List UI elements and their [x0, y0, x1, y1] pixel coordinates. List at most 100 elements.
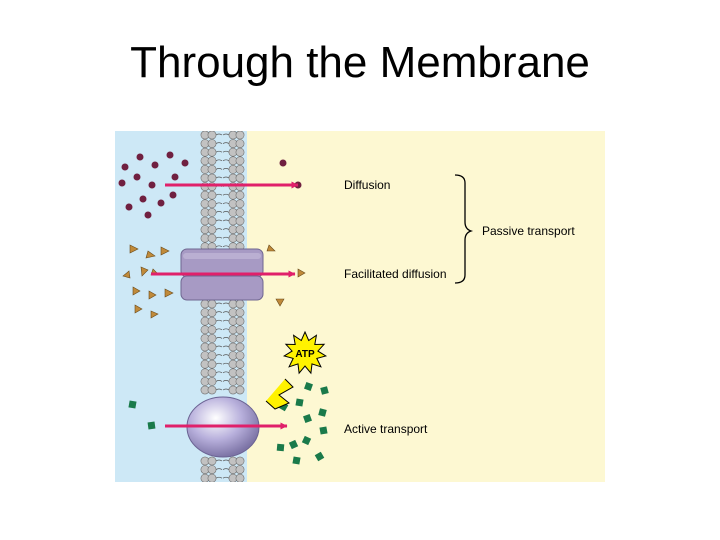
lipid-head — [207, 299, 217, 309]
lipid-head — [235, 165, 245, 174]
active-molecule — [314, 451, 325, 462]
facilitated-molecule — [150, 310, 159, 319]
diffusion-molecule — [118, 179, 126, 187]
facilitated-molecule — [275, 298, 285, 307]
active-transport-label: Active transport — [344, 422, 428, 436]
lipid-tail — [215, 176, 230, 179]
diffusion-molecule — [166, 151, 174, 159]
diffusion-molecule — [171, 173, 179, 181]
diffusion-molecule — [181, 159, 189, 167]
energy-bolt-icon — [265, 378, 294, 410]
lipid-tail — [215, 236, 230, 239]
lipid-head — [235, 208, 245, 217]
lipid-head — [235, 359, 245, 369]
lipid-tail — [215, 459, 230, 462]
passive-transport-label: Passive transport — [482, 224, 575, 238]
lipid-head — [235, 456, 245, 466]
lipid-head — [235, 473, 245, 482]
lipid-head — [207, 190, 217, 200]
lipid-head — [207, 139, 217, 148]
lipid-head — [235, 233, 245, 243]
diffusion-molecule — [133, 173, 141, 181]
lipid-head — [235, 173, 245, 183]
lipid-head — [207, 465, 217, 474]
lipid-head — [235, 465, 245, 474]
lipid-head — [207, 308, 217, 317]
lipid-head — [235, 333, 245, 343]
lipid-tail — [215, 159, 230, 162]
lipid-tail — [215, 328, 230, 331]
active-molecule — [319, 426, 328, 435]
active-molecule — [318, 408, 327, 417]
lipid-tail — [215, 311, 230, 313]
active-molecules — [128, 382, 329, 465]
lipid-head — [207, 156, 217, 166]
active-molecule — [301, 435, 312, 446]
lipid-tail — [215, 228, 230, 230]
channel-protein — [180, 248, 264, 301]
lipid-head — [235, 316, 245, 326]
diffusion-molecule — [279, 159, 287, 167]
lipid-head — [235, 368, 245, 378]
diffusion-molecule — [148, 181, 156, 189]
lipid-head — [207, 325, 217, 335]
lipid-tail — [215, 476, 230, 479]
lipid-head — [207, 216, 217, 226]
lipid-head — [207, 351, 217, 360]
lipid-tail — [215, 302, 230, 305]
lipid-tail — [215, 319, 230, 322]
facilitated-molecule — [129, 244, 139, 254]
facilitated-molecule — [297, 268, 306, 278]
lipid-head — [207, 473, 217, 482]
lipid-head — [207, 225, 217, 234]
lipid-tail — [215, 380, 230, 382]
facilitated-molecule — [164, 288, 174, 298]
lipid-head — [235, 299, 245, 309]
lipid-head — [235, 308, 245, 317]
active-molecule — [295, 398, 304, 407]
active-molecule — [320, 386, 329, 395]
lipid-tail — [215, 168, 230, 170]
lipid-tail — [215, 337, 230, 339]
lipid-tail — [215, 219, 230, 222]
lipid-head — [235, 147, 245, 157]
lipid-head — [207, 173, 217, 183]
lipid-head — [235, 225, 245, 234]
facilitated-molecule — [148, 290, 157, 300]
lipid-head — [207, 333, 217, 343]
diffusion-molecule — [136, 153, 144, 161]
active-molecule — [303, 414, 312, 423]
lipid-head — [235, 351, 245, 360]
facilitated-molecule — [145, 250, 156, 259]
lipid-tail — [215, 133, 230, 136]
lipid-head — [235, 342, 245, 352]
diffusion-label: Diffusion — [344, 178, 390, 192]
lipid-tail — [215, 211, 230, 213]
lipid-tail — [215, 150, 230, 153]
lipid-head — [207, 147, 217, 157]
lipid-head — [207, 385, 217, 395]
lipid-tail — [215, 388, 230, 391]
lipid-head — [235, 376, 245, 386]
lipid-head — [207, 359, 217, 369]
active-molecule — [147, 421, 156, 430]
diffusion-molecule — [151, 161, 159, 169]
facilitated-molecule — [266, 244, 276, 252]
facilitated-diffusion-label: Facilitated diffusion — [344, 267, 447, 281]
facilitated-molecule — [160, 246, 170, 256]
lipid-head — [235, 199, 245, 209]
active-molecule — [292, 456, 301, 465]
diffusion-molecule — [157, 199, 165, 207]
facilitated-molecule — [134, 304, 143, 314]
lipid-tail — [215, 202, 230, 205]
active-molecule — [288, 439, 299, 450]
lipid-head — [207, 208, 217, 217]
lipid-head — [235, 131, 245, 140]
active-molecule — [128, 400, 137, 409]
lipid-tail — [215, 354, 230, 356]
atp-burst: ATP — [282, 330, 328, 375]
lipid-tail — [215, 345, 230, 348]
lipid-head — [235, 139, 245, 148]
lipid-head — [235, 385, 245, 395]
lipid-bilayer — [200, 131, 245, 482]
